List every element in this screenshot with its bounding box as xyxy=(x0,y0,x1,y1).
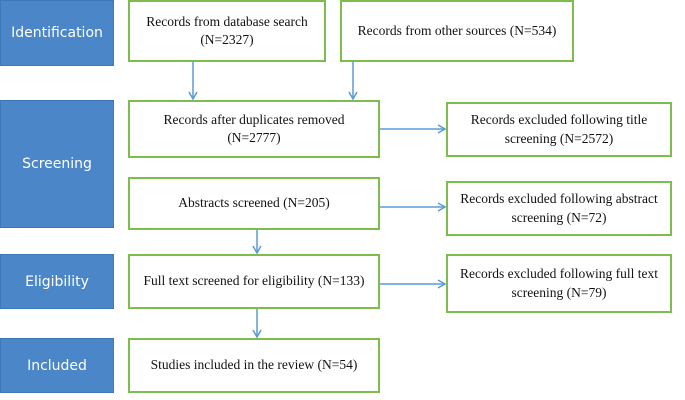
stage-eligibility-label: Eligibility xyxy=(25,273,89,290)
excluded-full-text-line1: Records excluded following full text xyxy=(460,266,658,282)
stage-identification-label: Identification xyxy=(11,25,103,41)
excluded-title-line2: screening (N=2572) xyxy=(504,130,614,146)
included-studies-text: Studies included in the review (N=54) xyxy=(150,357,358,373)
stage-eligibility: Eligibility xyxy=(0,254,114,309)
box-database-search: Records from database search (N=2327) xyxy=(128,0,326,62)
box-full-text: Full text screened for eligibility (N=13… xyxy=(128,254,380,309)
box-abstracts-screened: Abstracts screened (N=205) xyxy=(128,177,380,230)
database-search-line2: (N=2327) xyxy=(200,32,254,47)
box-excluded-title: Records excluded following title screeni… xyxy=(446,102,672,157)
stage-screening-label: Screening xyxy=(22,156,92,172)
excluded-abstract-line2: screening (N=72) xyxy=(511,209,607,225)
box-other-sources: Records from other sources (N=534) xyxy=(340,0,574,62)
after-duplicates-line1: Records after duplicates removed xyxy=(163,111,345,127)
after-duplicates-line2: (N=2777) xyxy=(227,130,281,145)
box-excluded-full-text: Records excluded following full text scr… xyxy=(446,254,672,313)
excluded-title-line1: Records excluded following title xyxy=(470,112,648,128)
database-search-line1: Records from database search xyxy=(146,13,308,29)
stage-included-label: Included xyxy=(27,357,87,374)
stage-included: Included xyxy=(0,338,114,393)
abstracts-screened-text: Abstracts screened (N=205) xyxy=(178,195,330,211)
other-sources-text: Records from other sources (N=534) xyxy=(357,22,557,38)
box-included-studies: Studies included in the review (N=54) xyxy=(128,338,380,393)
excluded-abstract-line1: Records excluded following abstract xyxy=(460,191,658,207)
box-excluded-abstract: Records excluded following abstract scre… xyxy=(446,181,672,236)
stage-screening: Screening xyxy=(0,100,114,228)
full-text-text: Full text screened for eligibility (N=13… xyxy=(143,273,365,289)
box-after-duplicates: Records after duplicates removed (N=2777… xyxy=(128,100,380,158)
stage-identification: Identification xyxy=(0,0,114,66)
excluded-full-text-line2: screening (N=79) xyxy=(511,284,607,300)
